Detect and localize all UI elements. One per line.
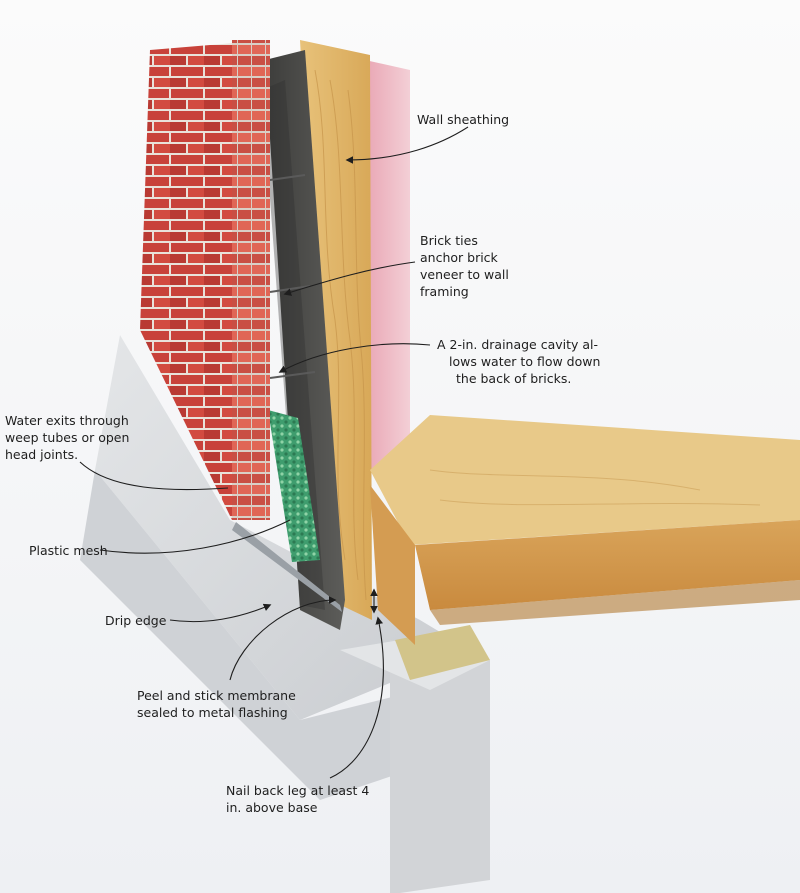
drip-edge	[232, 522, 342, 612]
brick-veneer-side	[232, 40, 270, 520]
label-membrane: Peel and stick membrane sealed to metal …	[137, 688, 296, 720]
foundation-right	[390, 640, 490, 893]
leader-membrane	[229, 596, 337, 681]
label-nail-back: Nail back leg at least 4 in. above base	[226, 783, 370, 815]
subfloor	[370, 415, 800, 545]
leader-weep	[79, 461, 229, 491]
plastic-mesh	[268, 410, 320, 562]
housewrap	[265, 50, 345, 630]
label-wall-sheathing: Wall sheathing	[417, 112, 510, 127]
label-weep: Water exits through weep tubes or open h…	[5, 413, 130, 462]
label-drip-edge: Drip edge	[105, 613, 167, 628]
leader-brick-ties	[283, 261, 416, 296]
floor-joist	[415, 520, 800, 610]
drainage-cavity	[262, 80, 325, 610]
label-brick-ties: Brick ties anchor brick veneer to wall f…	[420, 233, 509, 299]
leader-drainage-cavity	[278, 343, 431, 373]
label-plastic-mesh: Plastic mesh	[29, 543, 108, 558]
joist-bottom-shadow	[430, 580, 800, 625]
foundation-face	[80, 470, 440, 800]
insulation	[365, 60, 410, 470]
leader-wall-sheathing	[345, 126, 469, 164]
leader-nail-back	[329, 616, 384, 779]
label-drainage-cavity: A 2-in. drainage cavity al- lows water t…	[437, 337, 601, 386]
sill-plate	[395, 625, 490, 680]
leader-plastic-mesh	[99, 519, 291, 554]
rim-joist	[370, 485, 415, 645]
leader-drip-edge	[169, 603, 272, 623]
